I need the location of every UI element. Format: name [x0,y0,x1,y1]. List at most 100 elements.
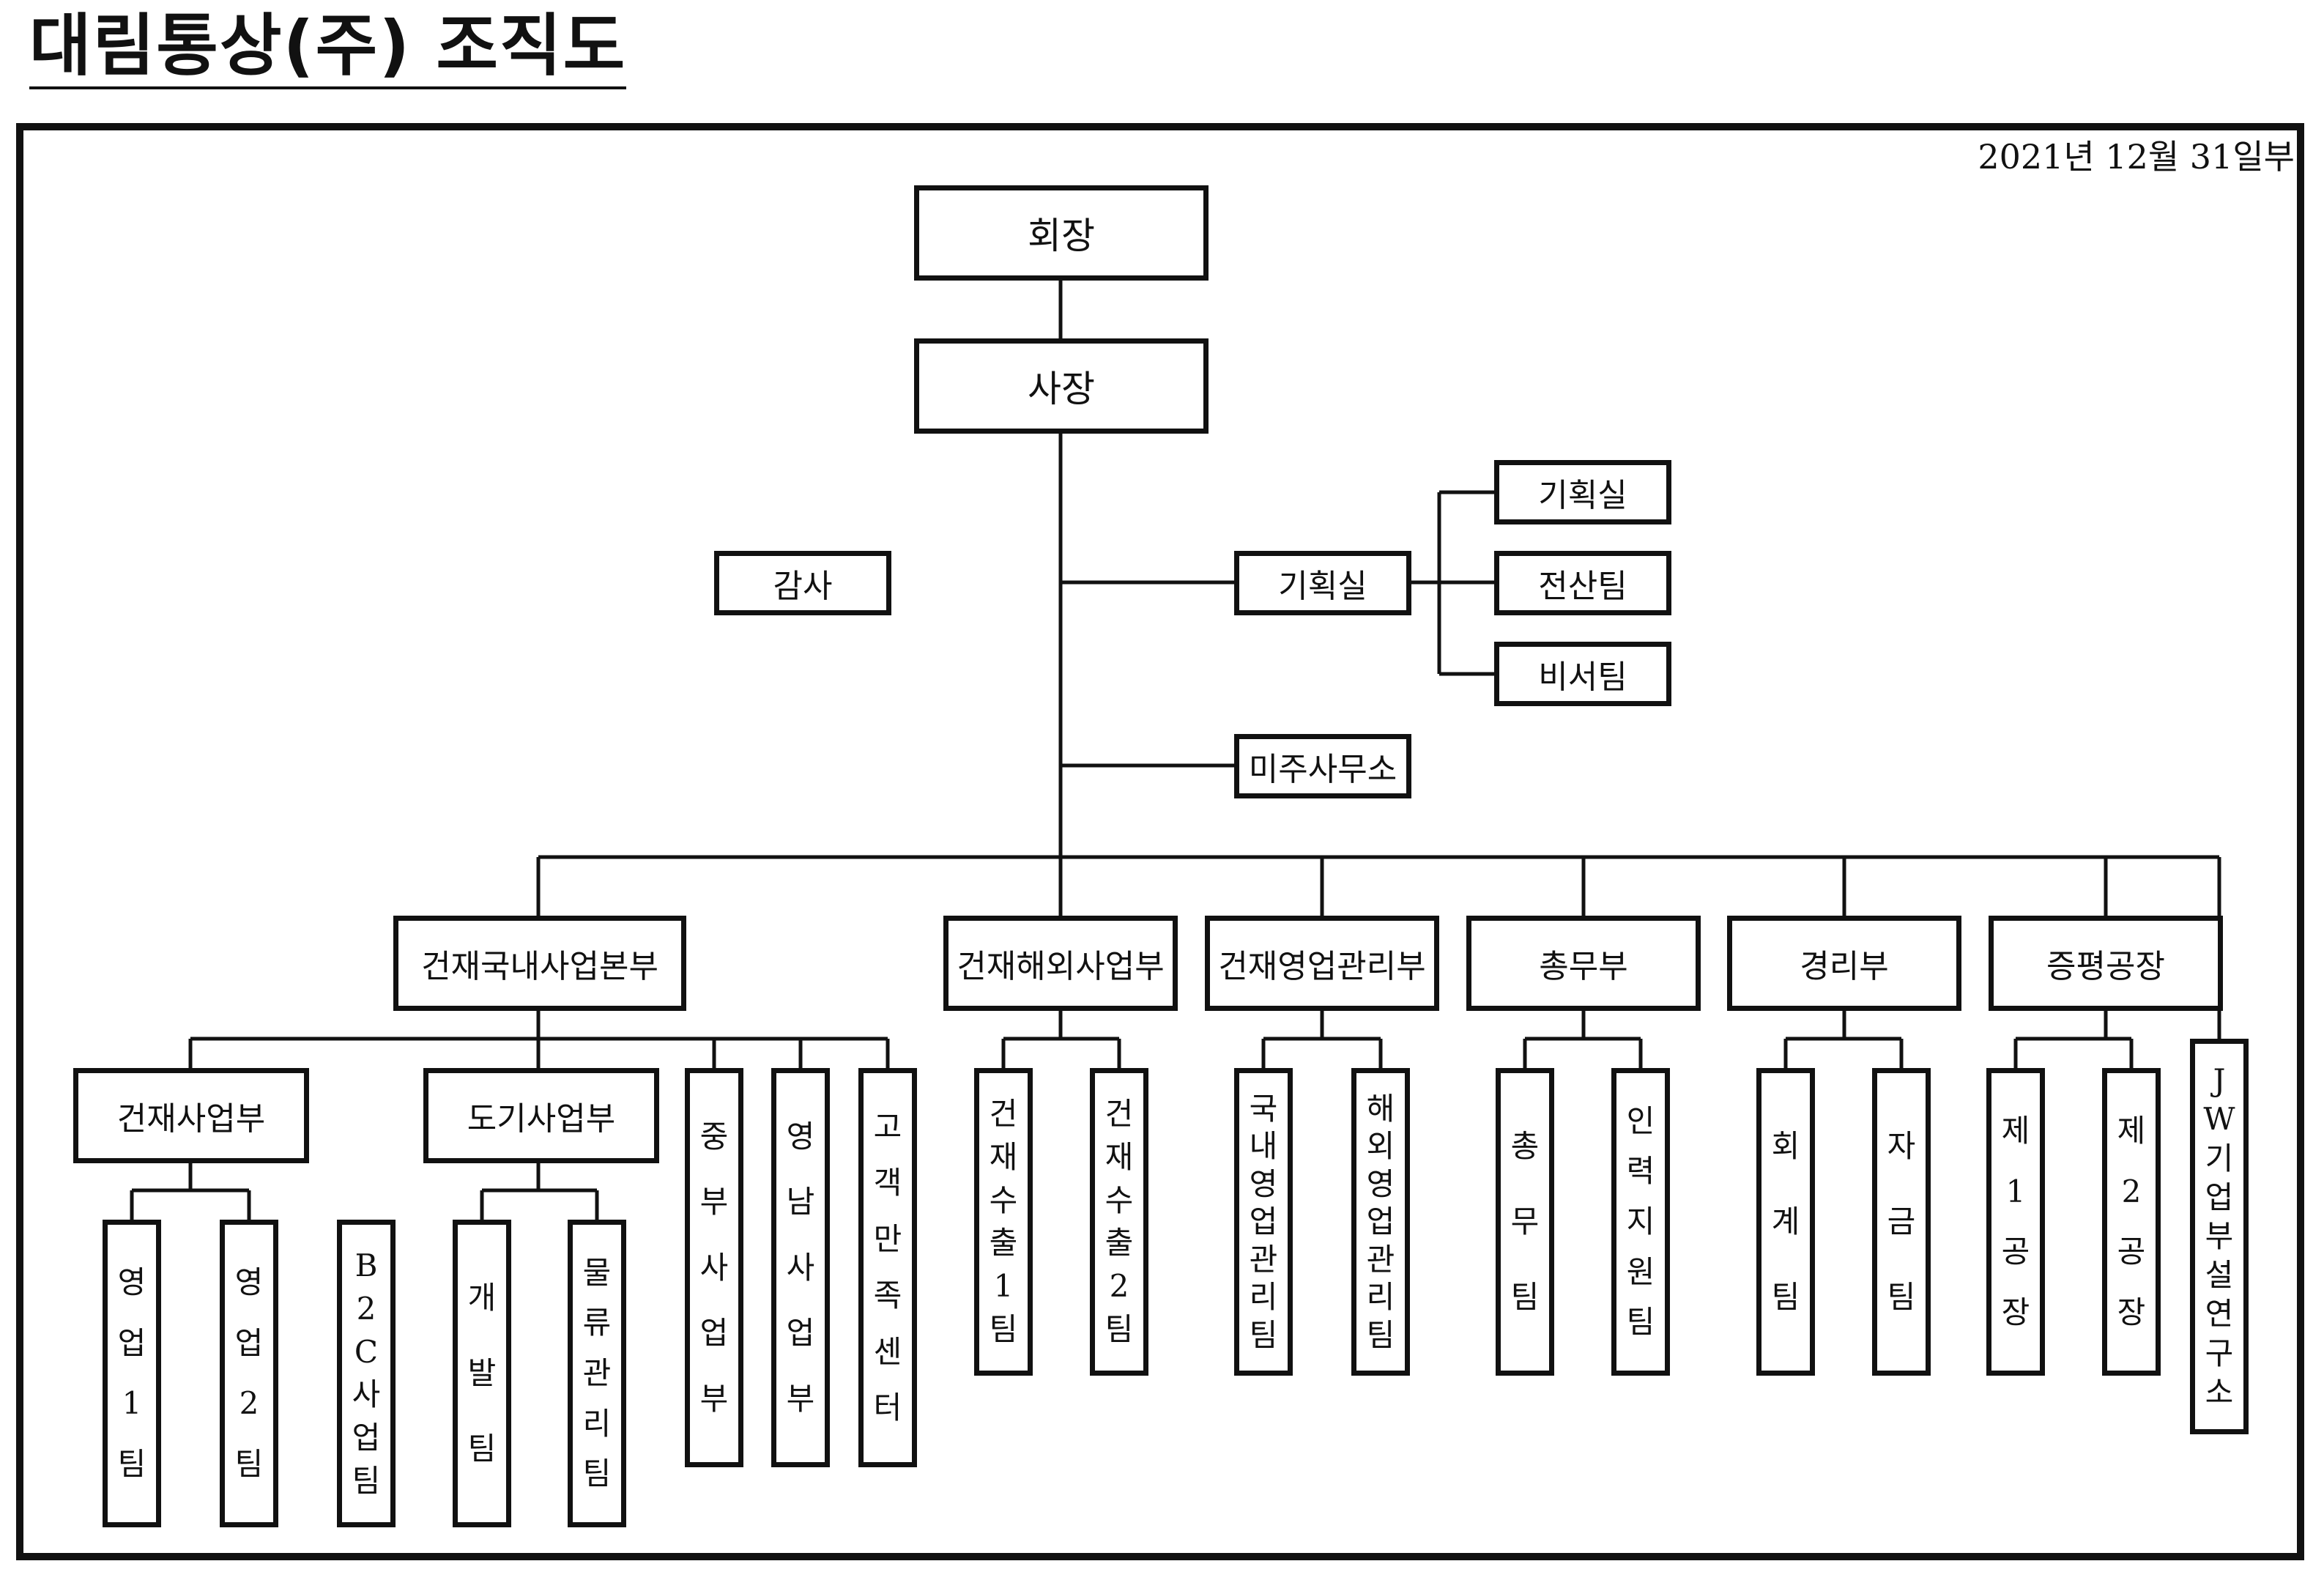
vertical-char: 부 [786,1380,815,1417]
vertical-char: 팀 [1771,1279,1800,1315]
vertical-char: 부 [699,1184,729,1220]
vertical-char: 사 [699,1249,729,1286]
vertical-char: 업 [117,1324,146,1361]
vertical-char: 장 [2001,1294,2030,1330]
vertical-char: 소 [2205,1373,2234,1410]
vertical-char: 공 [2001,1234,2030,1270]
vertical-char: 관 [1366,1241,1395,1278]
ceramic-division: 도기사업부 [423,1068,659,1163]
vertical-char: 리 [582,1405,612,1442]
vertical-char: 부 [699,1380,729,1417]
vertical-char: 건 [1105,1095,1134,1132]
vertical-char: 팀 [1105,1311,1134,1348]
vertical-char: 력 [1626,1153,1655,1190]
vertical-char: 업 [1366,1204,1395,1239]
vertical-char: 업 [234,1324,264,1361]
vertical-char: 관 [1249,1241,1278,1278]
vertical-char: 1 [993,1268,1014,1305]
vertical-char: 인 [1626,1102,1655,1139]
vertical-char: 총 [1510,1128,1540,1164]
vertical-char: 외 [1366,1128,1395,1164]
vertical-char: 수 [1105,1182,1134,1218]
vertical-char: 객 [873,1165,902,1201]
planning-sub-box: 기획실 [1494,460,1671,524]
vertical-char: 제 [2001,1113,2030,1149]
vertical-char: 계 [1771,1204,1800,1239]
secretary-team-box: 비서팀 [1494,642,1671,706]
vertical-char: 구 [2205,1335,2234,1371]
vertical-char: 발 [467,1355,497,1391]
vertical-char: 출 [1105,1225,1134,1261]
vertical-char: 재 [989,1138,1018,1175]
vertical-char: 팀 [1366,1316,1395,1353]
vertical-char: 내 [1249,1128,1278,1164]
vertical-char: 고 [873,1108,902,1145]
vertical-char: 영 [117,1264,146,1301]
vertical-char: 업 [786,1315,815,1351]
vertical-char: 1 [122,1385,142,1422]
vertical-char: 1 [2005,1173,2026,1209]
vertical-char: 팀 [352,1463,381,1499]
vertical-char: 공 [2117,1234,2146,1270]
vertical-char: 자 [1887,1128,1916,1164]
vertical-char: 업 [699,1315,729,1351]
planning-office-box: 기획실 [1234,551,1411,615]
vertical-char: 관 [582,1354,612,1391]
effective-date: 2021년 12월 31일부 [1978,137,2295,177]
division-accounting: 경리부 [1727,916,1961,1011]
division-sales-mgmt: 건재영업관리부 [1205,916,1439,1011]
vertical-char: 개 [467,1280,497,1316]
division-factory: 증평공장 [1989,916,2223,1011]
vertical-char: 팀 [989,1311,1018,1348]
vertical-char: 영 [786,1118,815,1154]
vertical-char: 팀 [1249,1316,1278,1353]
vertical-char: 팀 [1887,1279,1916,1315]
division-general-affairs: 총무부 [1466,916,1701,1011]
building-materials-division: 건재사업부 [73,1068,309,1163]
vertical-char: 건 [989,1095,1018,1132]
vertical-char: 원 [1626,1253,1655,1290]
vertical-char: 리 [1249,1279,1278,1315]
vertical-char: 센 [873,1333,902,1370]
vertical-char: 부 [2205,1217,2234,1254]
president-box: 사장 [914,338,1209,434]
vertical-char: 터 [873,1390,902,1426]
vertical-char: 2 [1109,1268,1129,1305]
vertical-char: 수 [989,1182,1018,1218]
vertical-char: 무 [1510,1204,1540,1239]
vertical-char: 물 [582,1254,612,1291]
vertical-char: 영 [1249,1165,1278,1202]
vertical-char: 회 [1771,1128,1800,1164]
vertical-char: 2 [2121,1173,2142,1209]
vertical-char: 영 [1366,1165,1395,1202]
vertical-char: 류 [582,1305,612,1341]
vertical-char: 팀 [234,1445,264,1482]
division-overseas: 건재해외사업부 [943,916,1178,1011]
vertical-char: 팀 [582,1456,612,1492]
vertical-char: 제 [2117,1113,2146,1149]
vertical-char: 팀 [1626,1304,1655,1341]
vertical-char: 업 [2205,1179,2234,1215]
vertical-char: 국 [1249,1090,1278,1127]
vertical-char: 만 [873,1221,902,1258]
vertical-char: 팀 [467,1431,497,1467]
vertical-char: 지 [1626,1203,1655,1239]
it-team-box: 전산팀 [1494,551,1671,615]
vertical-char: 장 [2117,1294,2146,1330]
